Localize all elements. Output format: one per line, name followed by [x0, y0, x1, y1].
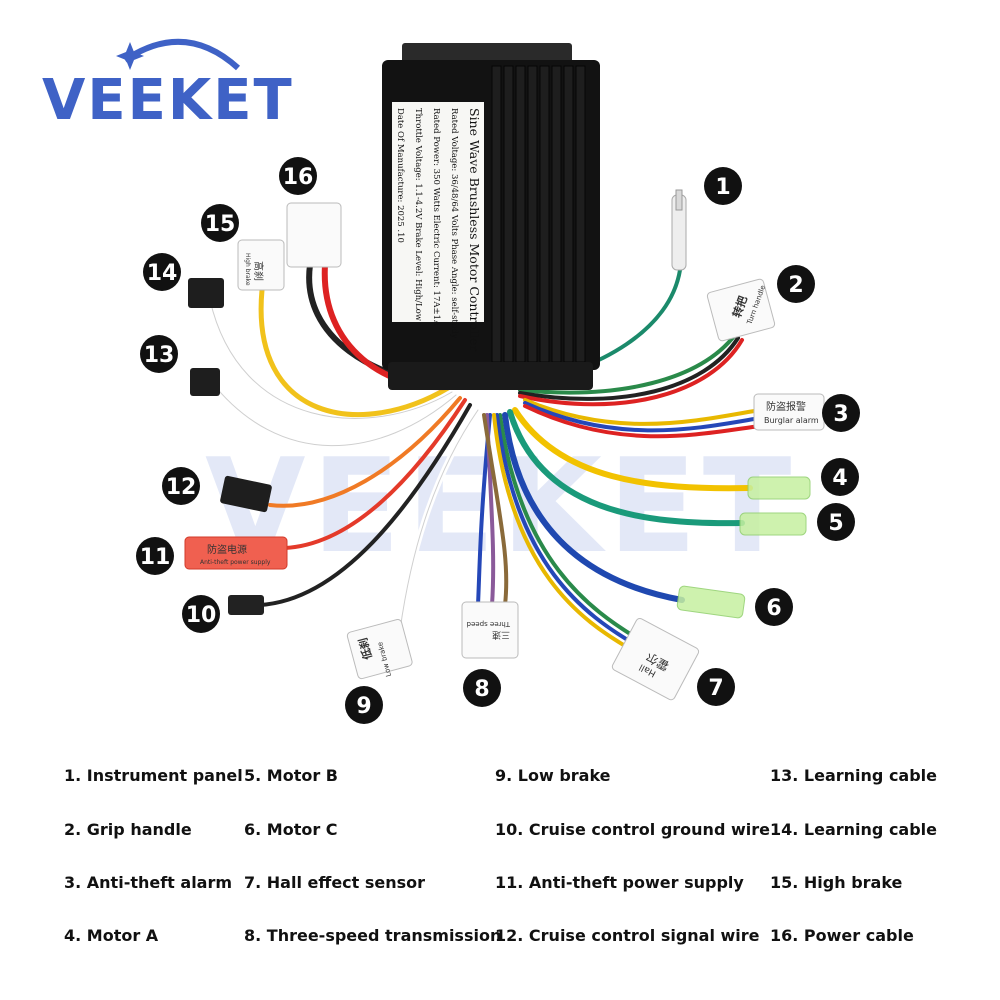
- svg-text:13: 13: [144, 343, 175, 368]
- callout-12: 12: [162, 467, 200, 505]
- connector-power: [286, 202, 342, 268]
- connector-hall: 霍尔 Hall: [611, 617, 700, 701]
- legend-item: 7. Hall effect sensor: [244, 873, 426, 892]
- legend-item: 1. Instrument panel: [64, 766, 243, 785]
- callout-8: 8: [463, 669, 501, 707]
- svg-text:High brake: High brake: [244, 253, 251, 286]
- connector-burglar-alarm: 防盗报警 Burglar alarm: [753, 393, 825, 431]
- connector-cruise-signal: [220, 475, 272, 513]
- callout-14: 14: [143, 253, 181, 291]
- wiring-diagram: Sine Wave Brushless Motor Controller Rat…: [116, 38, 860, 724]
- svg-text:Anti-theft power supply: Anti-theft power supply: [200, 559, 271, 566]
- callout-9: 9: [345, 686, 383, 724]
- callout-11: 11: [136, 537, 174, 575]
- svg-text:6: 6: [766, 596, 781, 621]
- connectors: 转把 Turn handle 防盗报警 Burglar alarm 霍尔 Hal…: [184, 189, 825, 701]
- legend-item: 4. Motor A: [64, 926, 159, 945]
- callout-10: 10: [182, 595, 220, 633]
- callout-15: 15: [201, 204, 239, 242]
- brand-logo: VEEKET: [42, 68, 294, 133]
- svg-text:防盗电源: 防盗电源: [207, 543, 247, 556]
- legend-item: 13. Learning cable: [770, 766, 938, 785]
- callout-1: 1: [704, 167, 742, 205]
- svg-text:5: 5: [828, 511, 843, 536]
- legend-item: 12. Cruise control signal wire: [495, 926, 760, 945]
- svg-text:8: 8: [474, 677, 489, 702]
- connector-motor-c: [676, 585, 746, 619]
- svg-text:15: 15: [205, 212, 236, 237]
- callout-6: 6: [755, 588, 793, 626]
- callout-4: 4: [821, 458, 859, 496]
- wires: [207, 262, 762, 652]
- logo-star-icon: [116, 42, 144, 70]
- legend-item: 16. Power cable: [770, 926, 914, 945]
- svg-text:16: 16: [283, 165, 314, 190]
- callout-13: 13: [140, 335, 178, 373]
- controller-box: Sine Wave Brushless Motor Controller Rat…: [382, 43, 600, 390]
- legend: 1. Instrument panel 2. Grip handle 3. An…: [0, 748, 1000, 978]
- controller-spec-3: Throttle Voltage: 1.1-4.2V Brake Level: …: [413, 108, 423, 322]
- svg-text:Three speed: Three speed: [467, 620, 511, 628]
- svg-text:1: 1: [715, 175, 730, 200]
- callout-7: 7: [697, 668, 735, 706]
- svg-text:14: 14: [147, 261, 178, 286]
- legend-item: 2. Grip handle: [64, 820, 192, 839]
- callout-5: 5: [817, 503, 855, 541]
- connector-learning-14: [188, 278, 224, 308]
- svg-text:高刹: 高刹: [252, 261, 265, 281]
- connector-learning-13: [190, 368, 220, 396]
- legend-item: 9. Low brake: [495, 766, 611, 785]
- legend-item: 14. Learning cable: [770, 820, 938, 839]
- callout-2: 2: [777, 265, 815, 303]
- svg-text:7: 7: [708, 676, 723, 701]
- controller-spec-1: Rated Voltage: 36/48/64 Volts Phase Angl…: [449, 108, 459, 339]
- controller-label: Sine Wave Brushless Motor Controller Rat…: [395, 108, 482, 351]
- legend-item: 6. Motor C: [244, 820, 338, 839]
- controller-spec-2: Rated Power: 350 Watts Electric Current:…: [431, 108, 441, 327]
- connector-cruise-ground: [228, 595, 264, 615]
- svg-text:12: 12: [166, 475, 197, 500]
- svg-text:3: 3: [833, 402, 848, 427]
- svg-text:4: 4: [832, 466, 847, 491]
- controller-spec-4: Date Of Manufacture: 2025 .10: [395, 108, 405, 243]
- legend-item: 15. High brake: [770, 873, 903, 892]
- callout-3: 3: [822, 394, 860, 432]
- controller-title: Sine Wave Brushless Motor Controller: [467, 108, 482, 351]
- svg-text:Burglar alarm: Burglar alarm: [764, 416, 819, 425]
- legend-item: 8. Three-speed transmission: [244, 926, 502, 945]
- svg-text:防盗报警: 防盗报警: [766, 400, 806, 413]
- legend-item: 10. Cruise control ground wire: [495, 820, 770, 839]
- connector-three-speed: 三速 Three speed: [461, 601, 519, 659]
- connector-low-brake: 低刹 Low brake: [346, 619, 413, 680]
- legend-item: 5. Motor B: [244, 766, 338, 785]
- legend-item: 11. Anti-theft power supply: [495, 873, 744, 892]
- svg-text:低刹: 低刹: [356, 636, 375, 662]
- connector-anti-theft-power: 防盗电源 Anti-theft power supply: [184, 536, 288, 570]
- connector-motor-b: [739, 512, 807, 536]
- callouts: 1 2 3 4 5 6 7 8 9 10 11 12 13 14 15 16: [136, 157, 860, 724]
- svg-text:9: 9: [356, 694, 371, 719]
- svg-text:11: 11: [140, 545, 171, 570]
- svg-text:2: 2: [788, 273, 803, 298]
- connector-motor-a: [747, 476, 811, 500]
- svg-text:三速: 三速: [492, 629, 510, 640]
- callout-16: 16: [279, 157, 317, 195]
- connector-instrument-panel: [671, 189, 687, 271]
- logo-arc: [123, 38, 241, 71]
- svg-text:10: 10: [186, 603, 217, 628]
- legend-item: 3. Anti-theft alarm: [64, 873, 233, 892]
- connector-grip-handle: 转把 Turn handle: [706, 278, 776, 342]
- connector-high-brake: 高刹 High brake: [237, 239, 285, 291]
